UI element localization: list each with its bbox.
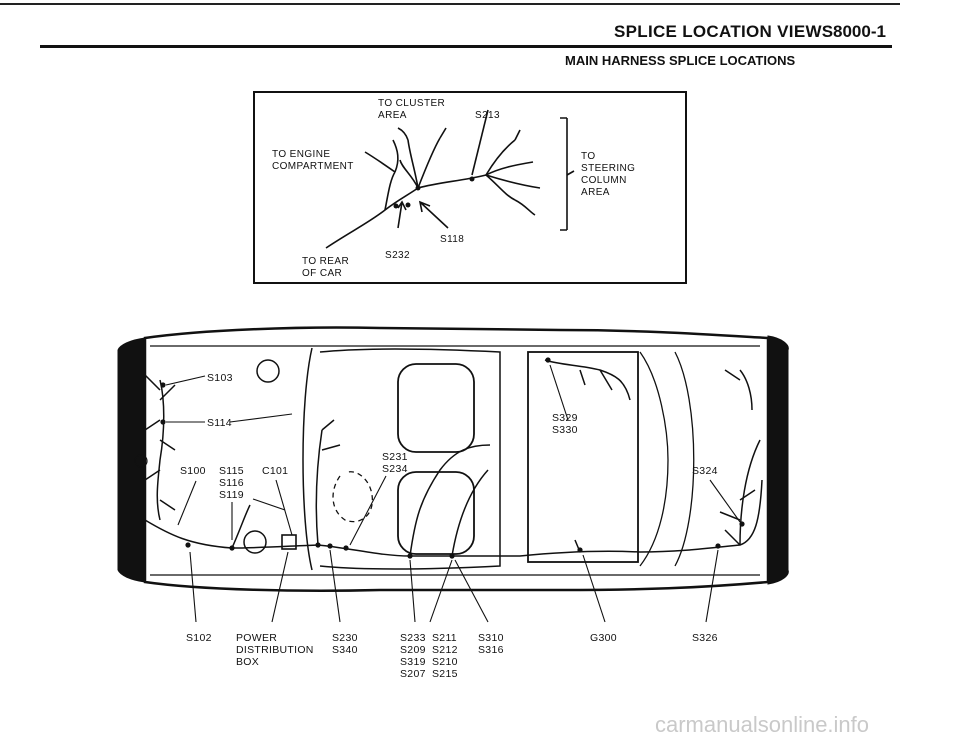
- label-to-steering-2: STEERING: [581, 163, 635, 174]
- label-to-rear-1: TO REAR: [302, 256, 349, 267]
- label-s213: S213: [475, 110, 500, 121]
- label-s230: S230: [332, 632, 358, 644]
- label-c101: C101: [262, 465, 288, 477]
- top-rule: [0, 3, 900, 5]
- label-s118: S118: [440, 234, 464, 245]
- label-s233: S233: [400, 632, 426, 644]
- watermark: carmanualsonline.info: [655, 712, 870, 737]
- label-power-2: DISTRIBUTION: [236, 644, 314, 656]
- page-title: SPLICE LOCATION VIEWS: [614, 22, 834, 41]
- inset-diagram: [253, 91, 687, 284]
- label-s231: S231: [382, 451, 408, 463]
- label-s324: S324: [692, 465, 718, 477]
- inset-splices: [393, 176, 475, 209]
- label-s215: S215: [432, 668, 458, 680]
- label-to-engine-1: TO ENGINE: [272, 149, 330, 160]
- label-to-cluster-1: TO CLUSTER: [378, 98, 445, 109]
- label-s100: S100: [180, 465, 206, 477]
- label-s210: S210: [432, 656, 458, 668]
- label-s119: S119: [219, 489, 244, 501]
- label-to-engine-2: COMPARTMENT: [272, 161, 354, 172]
- car-outline: [117, 326, 789, 592]
- car-labels: S103 S114 S100 S115 S116 S119 C101 S231 …: [180, 372, 718, 501]
- label-to-rear-2: OF CAR: [302, 268, 342, 279]
- label-power-3: BOX: [236, 656, 259, 668]
- label-to-steering-1: TO: [581, 151, 596, 162]
- label-s103: S103: [207, 372, 233, 384]
- bottom-labels: S102 POWER DISTRIBUTION BOX S230 S340 S2…: [186, 632, 718, 680]
- page-code: 8000-1: [833, 22, 886, 41]
- label-to-steering-4: AREA: [581, 187, 610, 198]
- page-subtitle: MAIN HARNESS SPLICE LOCATIONS: [565, 53, 796, 68]
- label-s232: S232: [385, 250, 410, 261]
- label-s207: S207: [400, 668, 426, 680]
- car-harness: [144, 359, 763, 557]
- label-s212: S212: [432, 644, 458, 656]
- label-s340: S340: [332, 644, 358, 656]
- label-to-steering-3: COLUMN: [581, 175, 627, 186]
- label-s234: S234: [382, 463, 408, 475]
- car-splices: [160, 357, 745, 559]
- label-s114: S114: [207, 417, 232, 429]
- inset-labels: TO CLUSTER AREA S213 TO ENGINE COMPARTME…: [272, 98, 635, 279]
- label-s102: S102: [186, 632, 212, 644]
- label-s115: S115: [219, 465, 244, 477]
- label-s329: S329: [552, 412, 578, 424]
- label-s116: S116: [219, 477, 244, 489]
- label-s326: S326: [692, 632, 718, 644]
- label-g300: G300: [590, 632, 617, 644]
- leader-lines: [165, 364, 741, 623]
- label-s209: S209: [400, 644, 426, 656]
- label-s310: S310: [478, 632, 504, 644]
- label-s319: S319: [400, 656, 426, 668]
- label-s316: S316: [478, 644, 504, 656]
- label-s330: S330: [552, 424, 578, 436]
- label-to-cluster-2: AREA: [378, 110, 407, 121]
- label-s211: S211: [432, 632, 457, 644]
- label-power-1: POWER: [236, 632, 277, 644]
- header-rule: [40, 45, 892, 48]
